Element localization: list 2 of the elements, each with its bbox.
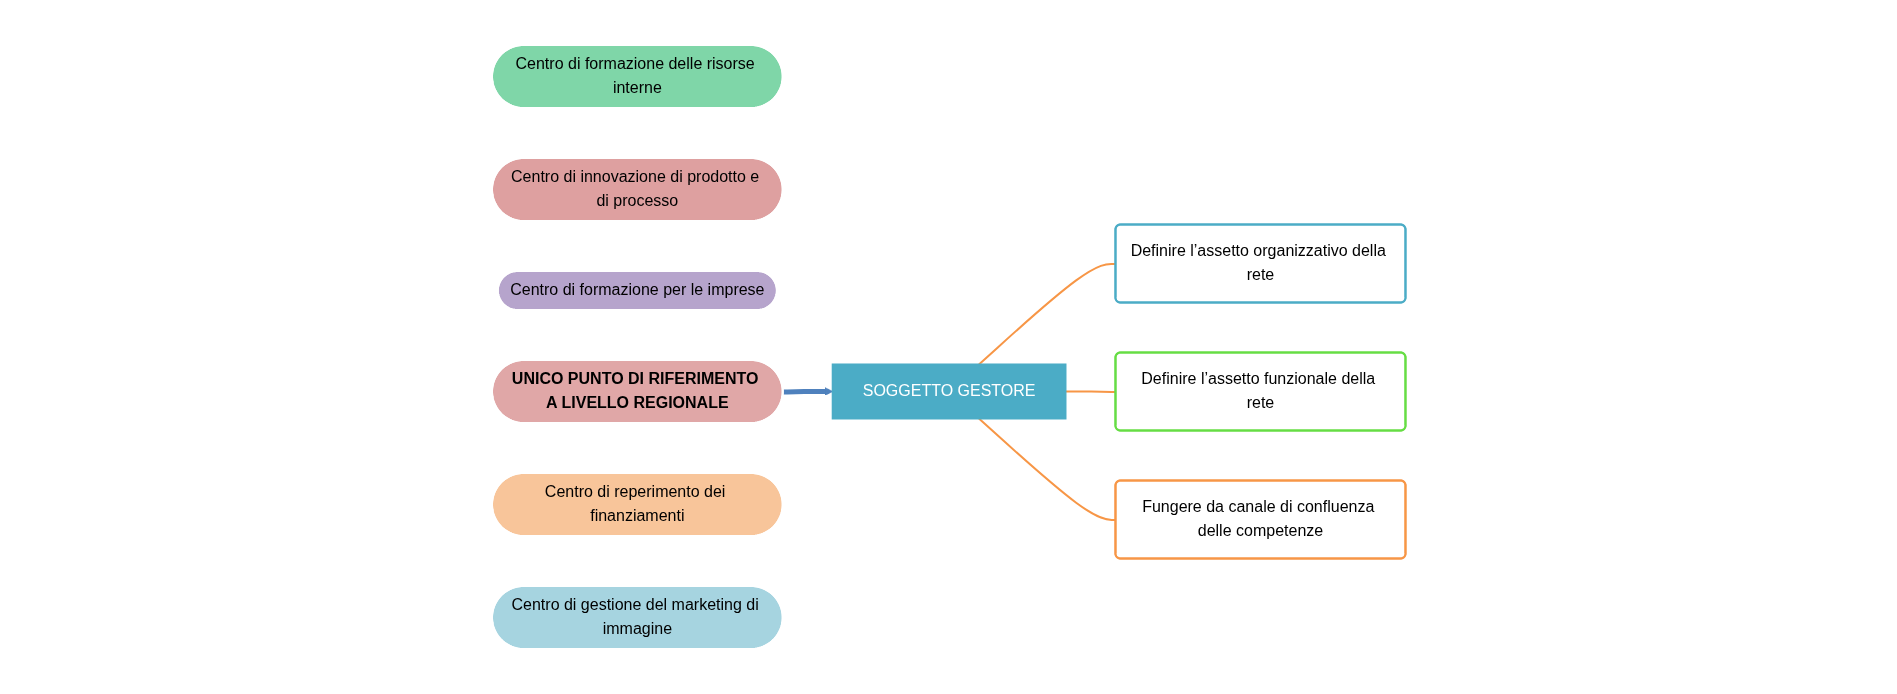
node-box: SOGGETTO GESTORE <box>831 363 1067 420</box>
arrow <box>782 387 833 396</box>
